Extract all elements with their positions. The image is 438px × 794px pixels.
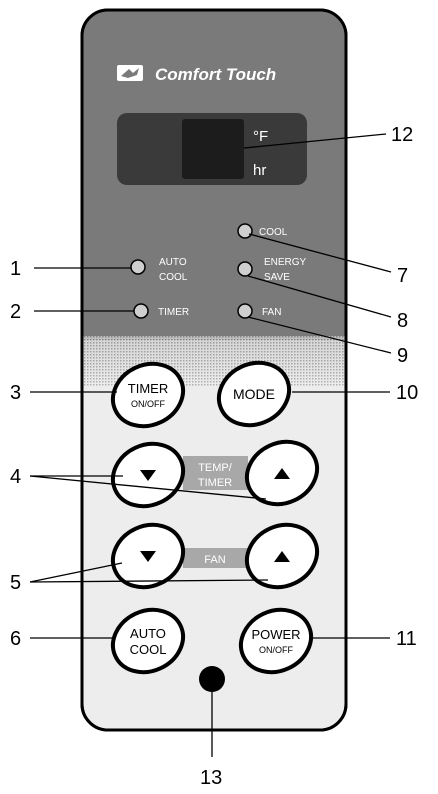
- callout-6: 6: [10, 628, 21, 650]
- timer-onoff-button[interactable]: TIMER ON/OFF: [103, 353, 194, 438]
- indicator-timer: TIMER: [133, 303, 189, 319]
- indicator-auto-label: AUTO: [159, 257, 187, 268]
- mode-button[interactable]: MODE: [209, 352, 300, 437]
- power-button-sublabel: ON/OFF: [259, 645, 293, 655]
- energy-save-led-icon: [237, 261, 253, 277]
- ir-emitter: [199, 666, 225, 692]
- unit-fahrenheit: °F: [253, 128, 268, 145]
- indicator-cool-label: COOL: [259, 227, 288, 238]
- temp-timer-band: TEMP/ TIMER: [183, 456, 248, 490]
- indicator-fan: FAN: [237, 303, 281, 319]
- indicator-fan-label: FAN: [262, 307, 281, 318]
- auto-cool-button[interactable]: AUTO COOL: [103, 599, 194, 684]
- callout-3: 3: [10, 382, 21, 404]
- auto-cool-button-label: AUTO: [130, 626, 166, 641]
- temp-label: TEMP/: [198, 462, 233, 474]
- callout-12: 12: [391, 124, 413, 146]
- bird-logo-icon: [117, 65, 143, 81]
- power-button-label: POWER: [251, 627, 300, 642]
- callout-13: 13: [200, 767, 222, 789]
- callout-7: 7: [397, 265, 408, 287]
- temp-down-button[interactable]: [103, 433, 194, 518]
- cool-led-icon: [237, 223, 253, 239]
- indicator-energy-label: ENERGY: [264, 257, 307, 268]
- callout-8: 8: [397, 310, 408, 332]
- power-onoff-button[interactable]: POWER ON/OFF: [231, 599, 322, 684]
- brand-logo: Comfort Touch: [117, 65, 276, 84]
- indicator-auto-cool: AUTO COOL: [130, 257, 188, 283]
- fan-band: FAN: [183, 548, 248, 568]
- callout-1: 1: [10, 258, 21, 280]
- callout-11: 11: [396, 628, 417, 650]
- timer-button-sublabel: ON/OFF: [131, 399, 165, 409]
- callout-5: 5: [10, 572, 21, 594]
- indicator-timer-label: TIMER: [158, 307, 189, 318]
- auto-cool-led-icon: [130, 259, 146, 275]
- fan-band-label: FAN: [204, 554, 225, 566]
- arrow-down-icon: [140, 551, 156, 562]
- auto-cool-button-sublabel: COOL: [130, 642, 167, 657]
- callout-9: 9: [397, 345, 408, 367]
- callout-lines: [29, 133, 392, 757]
- fan-led-icon: [237, 303, 253, 319]
- indicator-save-label: SAVE: [264, 272, 290, 283]
- temp-up-button[interactable]: [237, 431, 328, 516]
- indicator-energy-save: ENERGY SAVE: [237, 257, 307, 283]
- lcd-screen: [182, 119, 244, 179]
- callout-10: 10: [396, 382, 418, 404]
- mode-button-label: MODE: [233, 386, 275, 402]
- indicator-cool: COOL: [237, 223, 288, 239]
- display-window: °F hr: [117, 113, 307, 185]
- callout-numbers: 1 2 3 4 5 6 7 8 9 10 11 12 13: [10, 124, 418, 789]
- arrow-up-icon: [274, 551, 290, 562]
- callout-4: 4: [10, 466, 21, 488]
- timer-band-label: TIMER: [198, 477, 232, 489]
- timer-led-icon: [133, 303, 149, 319]
- arrow-down-icon: [140, 470, 156, 481]
- brand-name: Comfort Touch: [155, 65, 276, 84]
- fan-down-button[interactable]: [103, 514, 194, 599]
- arrow-up-icon: [274, 468, 290, 479]
- timer-button-label: TIMER: [128, 381, 168, 396]
- fan-up-button[interactable]: [237, 514, 328, 599]
- callout-2: 2: [10, 301, 21, 323]
- unit-hour: hr: [253, 162, 266, 179]
- indicator-auto-cool-label: COOL: [159, 272, 188, 283]
